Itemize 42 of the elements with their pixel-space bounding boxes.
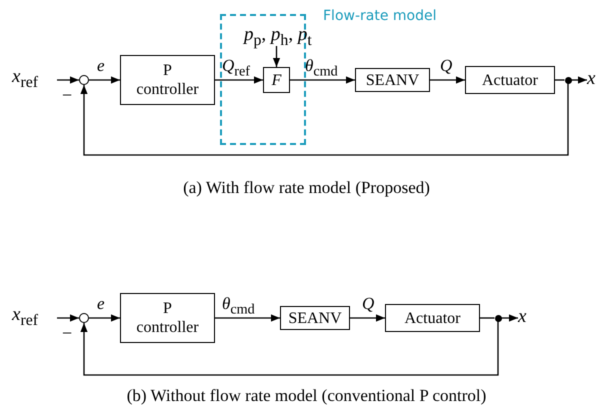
block-box: Actuator bbox=[465, 66, 555, 94]
block-box: SEANV bbox=[280, 306, 350, 330]
block-box: F bbox=[263, 67, 290, 93]
edge-label: θ$_{cmd}$ bbox=[222, 294, 255, 320]
math-label: x bbox=[518, 306, 538, 328]
group-heading: Flow-rate model bbox=[323, 8, 436, 24]
block-box: P controller bbox=[120, 293, 215, 343]
math-label: x$_{ref}$ bbox=[12, 66, 57, 90]
arrow bbox=[572, 76, 587, 84]
summing-junction bbox=[79, 75, 89, 85]
panel-caption: (b) Without flow rate model (conventional P control) bbox=[126, 386, 486, 406]
edge-label: Q bbox=[440, 56, 452, 76]
arrow bbox=[350, 314, 385, 322]
arrow bbox=[290, 76, 355, 84]
arrow bbox=[89, 314, 120, 322]
minus-sign: − bbox=[62, 324, 72, 342]
edge-label: e bbox=[97, 56, 105, 76]
summing-junction bbox=[79, 313, 89, 323]
block-box: SEANV bbox=[355, 68, 430, 92]
math-label: p$_{p}$, p$_{h}$, p$_{t}$ bbox=[244, 24, 314, 46]
arrow bbox=[272, 46, 280, 67]
arrow bbox=[80, 84, 569, 156]
block-box: Actuator bbox=[385, 304, 480, 332]
arrow bbox=[215, 76, 263, 84]
panel-caption: (a) With flow rate model (Proposed) bbox=[183, 178, 430, 198]
edge-label: θ$_{cmd}$ bbox=[305, 56, 338, 82]
arrow bbox=[215, 314, 280, 322]
arrow bbox=[502, 314, 518, 322]
arrow bbox=[430, 76, 465, 84]
minus-sign: − bbox=[62, 86, 72, 104]
math-label: x bbox=[587, 68, 607, 90]
arrow bbox=[57, 314, 79, 322]
edge-label: e bbox=[97, 294, 105, 314]
arrow bbox=[89, 76, 120, 84]
block-box: P controller bbox=[120, 55, 215, 105]
edge-label: Q bbox=[362, 294, 374, 314]
math-label: x$_{ref}$ bbox=[12, 304, 57, 328]
arrow bbox=[57, 76, 79, 84]
junction-dot bbox=[564, 76, 572, 84]
junction-dot bbox=[494, 314, 502, 322]
arrow bbox=[80, 322, 499, 376]
edge-label: Q$_{ref}$ bbox=[222, 56, 250, 82]
